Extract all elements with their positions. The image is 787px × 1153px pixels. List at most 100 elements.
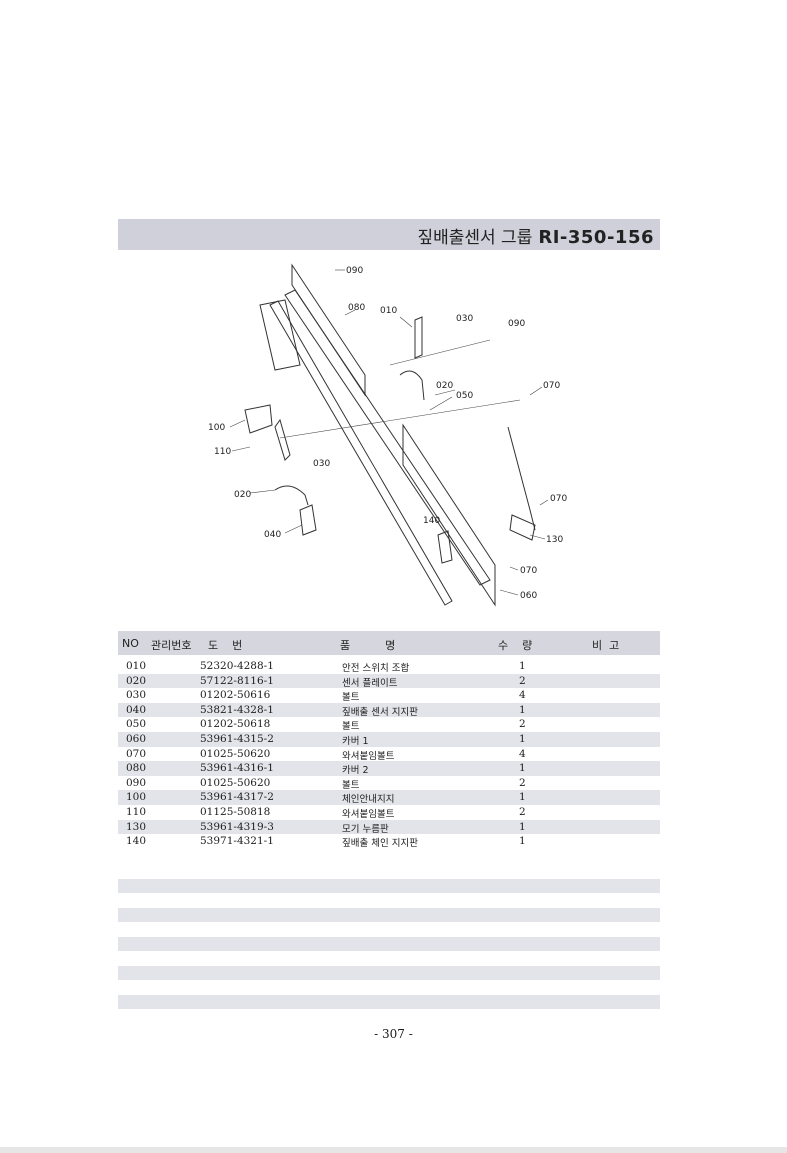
row-part-name: 와셔붙임볼트 <box>342 808 395 820</box>
empty-row <box>118 994 660 1009</box>
row-no: 080 <box>126 762 147 775</box>
callout-label: 020 <box>234 490 251 500</box>
row-part-name: 짚배출 체인 지지판 <box>342 838 418 850</box>
table-row: 080 53961-4316-1 카버 2 1 <box>118 761 660 776</box>
callout-label: 040 <box>264 530 281 540</box>
cover-1-part <box>402 423 496 607</box>
row-no: 090 <box>126 776 147 789</box>
row-qty: 1 <box>519 835 526 848</box>
sensor-plate-upper <box>399 370 425 401</box>
leader-line <box>509 566 519 571</box>
empty-row <box>118 893 660 908</box>
leader-line <box>229 419 246 428</box>
row-qty: 2 <box>519 718 526 731</box>
row-qty: 2 <box>519 805 526 818</box>
row-qty: 1 <box>519 791 526 804</box>
row-no: 040 <box>126 703 147 716</box>
row-no: 060 <box>126 732 147 745</box>
chain-guide-support <box>244 404 273 434</box>
callout-label: 130 <box>546 535 563 545</box>
safety-switch-assembly <box>414 316 423 359</box>
callout-label: 090 <box>508 319 525 329</box>
row-part-number: 53821-4328-1 <box>200 703 274 716</box>
callout-label: 080 <box>348 303 365 313</box>
chain-support-plate <box>437 530 453 564</box>
callout-label: 070 <box>550 494 567 504</box>
row-no: 130 <box>126 820 147 833</box>
group-title: 짚배출센서 그룹 <box>417 228 533 248</box>
row-no: 020 <box>126 674 147 687</box>
row-part-number: 01202-50616 <box>200 689 271 702</box>
page-number: - 307 - <box>374 1027 413 1041</box>
row-part-name: 볼트 <box>342 779 360 791</box>
rod-plate <box>509 514 536 541</box>
row-qty: 4 <box>519 747 526 760</box>
col-mgmt-number: 관리번호 <box>151 639 192 652</box>
leader-line <box>529 386 543 396</box>
leader-line <box>529 534 546 540</box>
row-qty: 1 <box>519 732 526 745</box>
row-part-name: 센서 플레이트 <box>342 677 398 689</box>
row-no: 100 <box>126 791 147 804</box>
row-qty: 1 <box>519 660 526 672</box>
row-part-number: 53961-4317-2 <box>200 791 274 804</box>
row-part-number: 01125-50818 <box>200 805 271 818</box>
row-part-number: 53961-4316-1 <box>200 762 274 775</box>
row-qty: 1 <box>519 762 526 775</box>
leader-line <box>434 389 456 396</box>
row-part-name: 체인안내지지 <box>342 794 395 806</box>
page-bottom-edge <box>0 1147 787 1153</box>
col-no: NO <box>122 637 139 650</box>
callout-label: 100 <box>208 423 225 433</box>
callout-label: 070 <box>520 566 537 576</box>
empty-row <box>118 878 660 893</box>
empty-row <box>118 936 660 951</box>
row-part-name: 안전 스위치 조합 <box>342 663 410 674</box>
row-qty: 1 <box>519 703 526 716</box>
sensor-plate-lower <box>274 485 309 506</box>
frame-rail <box>284 289 491 586</box>
empty-row <box>118 980 660 995</box>
holding-rod-part <box>507 426 536 531</box>
exploded-parts-diagram: 090 080 010 030 090 020 050 070 100 110 … <box>208 263 567 607</box>
table-row: 100 53961-4317-2 체인안내지지 1 <box>118 790 660 805</box>
col-remark: 비 고 <box>592 639 620 652</box>
row-part-name: 볼트 <box>342 692 360 704</box>
callout-label: 110 <box>214 447 231 457</box>
empty-table-rows <box>118 864 660 1009</box>
col-drawing-number: 도 번 <box>208 639 243 652</box>
parts-table-header: NO 관리번호 도 번 품 명 수 량 비 고 <box>118 631 660 655</box>
row-part-name: 카버 1 <box>342 735 369 747</box>
row-part-number: 01025-50620 <box>200 747 271 760</box>
leader-line <box>389 339 491 366</box>
row-qty: 2 <box>519 776 526 789</box>
callout-label: 140 <box>423 516 440 526</box>
row-part-number: 52320-4288-1 <box>200 660 274 672</box>
leader-line <box>249 489 276 494</box>
leader-line <box>429 396 453 411</box>
row-part-name: 카버 2 <box>342 765 369 777</box>
cover-2-part <box>291 263 366 397</box>
leader-line <box>399 316 413 328</box>
callout-label: 070 <box>543 381 560 391</box>
col-quantity: 수 량 <box>498 639 533 652</box>
empty-row <box>118 922 660 937</box>
upper-bracket <box>259 299 301 371</box>
leader-line <box>499 589 519 596</box>
row-qty: 1 <box>519 820 526 833</box>
row-part-number: 57122-8116-1 <box>200 674 274 687</box>
row-no: 070 <box>126 747 147 760</box>
empty-row <box>118 864 660 879</box>
callout-label: 020 <box>436 381 453 391</box>
empty-row <box>118 965 660 980</box>
empty-row <box>118 951 660 966</box>
